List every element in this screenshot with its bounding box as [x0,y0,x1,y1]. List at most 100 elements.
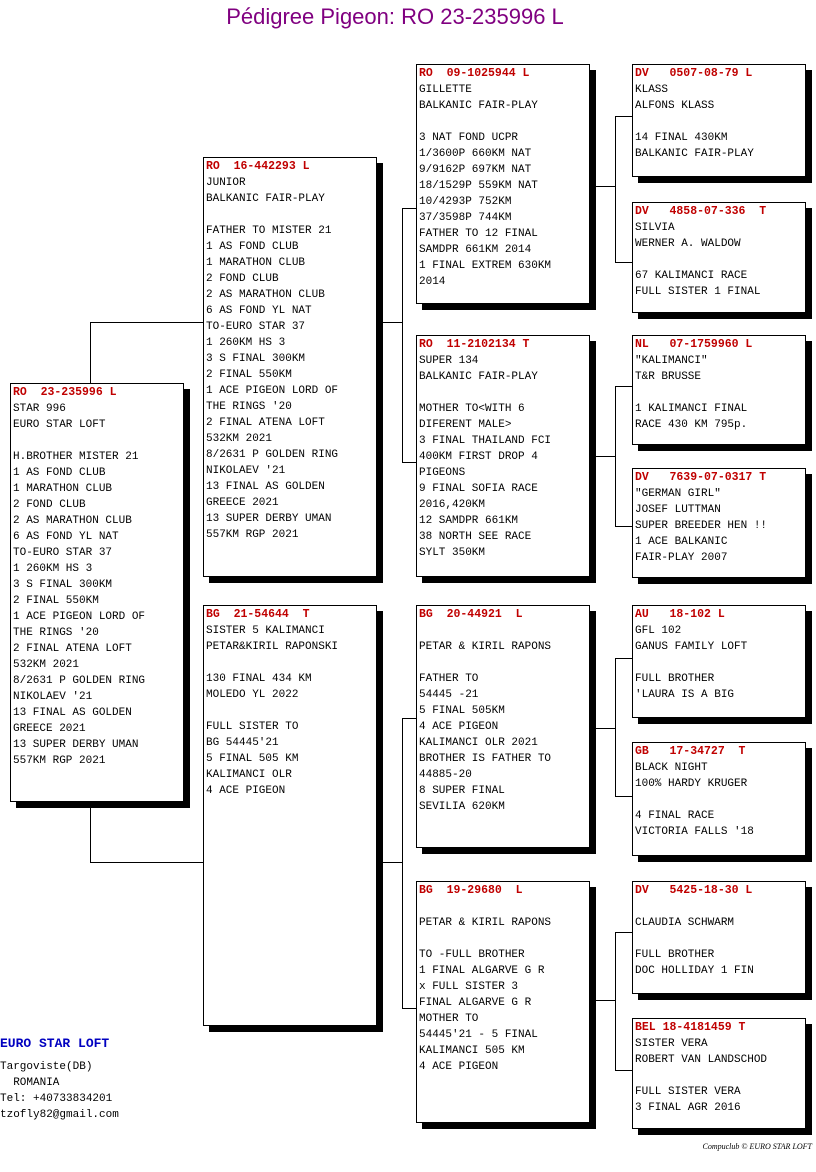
connector [90,862,204,863]
connector [590,456,616,457]
pigeon-info-line: SYLT 350KM [419,547,486,559]
pigeon-info-line: FAIR-PLAY 2007 [635,552,728,564]
pigeon-info-line [419,623,587,639]
ring-number: BEL 18-4181459 T [635,1021,746,1034]
connector [90,802,91,862]
pigeon-info-line: 4 ACE PIGEON [419,721,499,733]
pigeon-info-line: GANUS FAMILY LOFT [635,641,748,653]
pigeon-info-line: BALKANIC FAIR-PLAY [419,100,538,112]
loft-phone: Tel: +40733834201 [0,1093,113,1105]
pigeon-info-line: SEVILIA 620KM [419,801,505,813]
pigeon-info-line: 2016,420KM [419,499,486,511]
pigeon-info-line: MOTHER TO<WITH 6 [419,403,525,415]
ring-number: DV 4858-07-336 T [635,205,767,218]
pigeon-info-line: NIKOLAEV '21 [13,691,93,703]
pigeon-info-line: 1 AS FOND CLUB [206,241,299,253]
pigeon-info-line: 9/9162P 697KM NAT [419,164,532,176]
footer-credit: Compuclub © EURO STAR LOFT [702,1142,812,1151]
connector [402,208,403,462]
pigeon-info-line: 37/3598P 744KM [419,212,512,224]
connector [90,322,204,323]
pigeon-info-line: 2 FINAL 550KM [206,369,292,381]
ring-number: BG 19-29680 L [419,884,523,897]
pigeon-info-line: CLAUDIA SCHWARM [635,917,735,929]
connector [615,932,633,933]
pigeon-info-line [635,114,803,130]
pigeon-info-line: 13 SUPER DERBY UMAN [206,513,332,525]
pigeon-info-line: "KALIMANCI" [635,355,708,367]
pigeon-info-line: 'LAURA IS A BIG [635,689,735,701]
ring-number: DV 0507-08-79 L [635,67,753,80]
connector [376,322,403,323]
pigeon-info-line: 4 ACE PIGEON [419,1061,499,1073]
pigeon-info-line: 67 KALIMANCI RACE [635,270,748,282]
ring-number: BG 20-44921 L [419,608,523,621]
pigeon-info-line: 4 FINAL RACE [635,810,715,822]
pigeon-info-line: SUPER 134 [419,355,479,367]
pigeon-info-line: 1 260KM HS 3 [206,337,286,349]
pigeon-info-line: 8 SUPER FINAL [419,785,505,797]
pigeon-info-line: FULL BROTHER [635,673,715,685]
loft-country: ROMANIA [0,1077,60,1089]
pigeon-info-line: 2 FINAL ATENA LOFT [13,643,132,655]
pigeon-info-line: 38 NORTH SEE RACE [419,531,532,543]
pigeon-info-line: PETAR&KIRIL RAPONSKI [206,641,339,653]
pigeon-info-line: 10/4293P 752KM [419,196,512,208]
sire-dam-dam-card[interactable]: DV 7639-07-0317 T"GERMAN GIRL"JOSEF LUTT… [632,468,806,578]
pigeon-info-line: WERNER A. WALDOW [635,238,741,250]
pigeon-info-line: BLACK NIGHT [635,762,708,774]
pigeon-info-line: 2 FINAL 550KM [13,595,99,607]
pigeon-info-line: 1 FINAL EXTREM 630KM [419,260,552,272]
pigeon-info-line [419,899,587,915]
pigeon-info-line: JOSEF LUTTMAN [635,504,721,516]
connector [615,262,633,263]
ring-number: DV 5425-18-30 L [635,884,753,897]
connector [615,526,633,527]
pigeon-info-line [635,385,803,401]
pigeon-info-line: 532KM 2021 [206,433,273,445]
connector [590,186,616,187]
pigeon-info-line: 3 S FINAL 300KM [206,353,306,365]
pigeon-info-line: PETAR & KIRIL RAPONS [419,641,552,653]
pigeon-info-line: 4 ACE PIGEON [206,785,286,797]
ring-number: BG 21-54644 T [206,608,310,621]
ring-number: RO 16-442293 L [206,160,310,173]
pigeon-info-line: 8/2631 P GOLDEN RING [206,449,339,461]
pigeon-info-line: 532KM 2021 [13,659,80,671]
loft-email[interactable]: tzofly82@gmail.com [0,1109,119,1121]
pigeon-info-line [419,655,587,671]
pigeon-info-line: 400KM FIRST DROP 4 [419,451,538,463]
pigeon-info-line: FINAL ALGARVE G R [419,997,532,1009]
pigeon-info-line: THE RINGS '20 [13,627,99,639]
pigeon-info-line: 3 FINAL THAILAND FCI [419,435,552,447]
pigeon-info-line: THE RINGS '20 [206,401,292,413]
pigeon-info-line: DOC HOLLIDAY 1 FIN [635,965,754,977]
pigeon-info-line: DIFERENT MALE> [419,419,512,431]
dam-card[interactable]: BG 21-54644 T SISTER 5 KALIMANCI PETAR&KIR… [203,605,377,1026]
pigeon-info-line [635,655,803,671]
pigeon-info-line: SAMDPR 661KM 2014 [419,244,532,256]
connector [615,658,616,796]
connector [615,1070,633,1071]
pigeon-info-line: 3 NAT FOND UCPR [419,132,519,144]
pigeon-info-line: ROBERT VAN LANDSCHOD [635,1054,768,1066]
pigeon-info-line: FATHER TO MISTER 21 [206,225,332,237]
pigeon-info-line: SISTER 5 KALIMANCI [206,625,325,637]
pigeon-info-line: 5 FINAL 505KM [419,705,505,717]
pigeon-info-line: 5 FINAL 505 KM [206,753,299,765]
connector [402,462,417,463]
pigeon-info-line: 2 FINAL ATENA LOFT [206,417,325,429]
